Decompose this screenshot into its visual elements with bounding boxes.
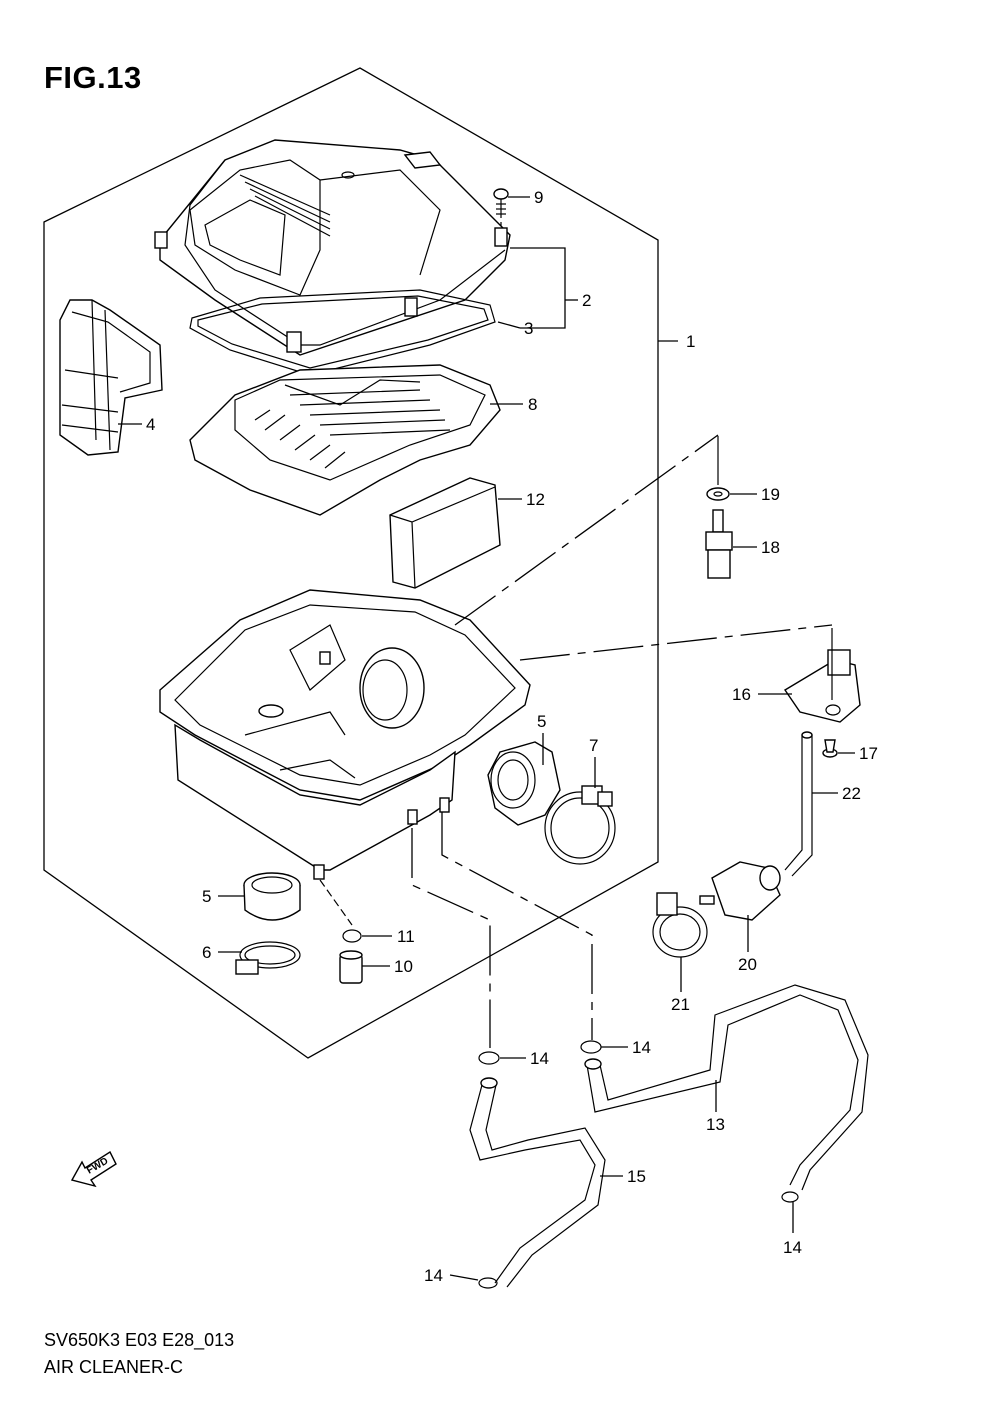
- part-hose-13: [584, 984, 869, 1191]
- callout-17: 17: [859, 744, 878, 763]
- callout-22: 22: [842, 784, 861, 803]
- callout-13: 13: [706, 1115, 725, 1134]
- leader-lines: [118, 196, 855, 1281]
- part-screw-17: [822, 739, 838, 758]
- assembly-boundary: [43, 67, 659, 1059]
- callout-16: 16: [732, 685, 751, 704]
- part-cleaner-cap-2: [154, 139, 511, 356]
- part-filter-element-8: [189, 364, 501, 516]
- part-hose-15: [469, 1077, 606, 1288]
- part-clamp-21: [652, 892, 708, 958]
- assembly-name: AIR CLEANER-C: [44, 1357, 184, 1377]
- part-sensor-18: [705, 509, 733, 579]
- callout-labels: 9 2 3 1 8 4 12 19 18 16 17 22 5 7 5 6 11…: [146, 188, 878, 1285]
- part-drain-cap-10: [339, 950, 363, 984]
- part-bracket-16: [784, 628, 861, 723]
- callout-5-lower: 5: [202, 887, 211, 906]
- callout-14-b: 14: [632, 1038, 651, 1057]
- callout-12: 12: [526, 490, 545, 509]
- part-intake-duct-4: [59, 299, 163, 456]
- part-valve-20: [699, 861, 781, 921]
- model-code: SV650K3 E03 E28_013: [44, 1330, 235, 1350]
- callout-5-upper: 5: [537, 712, 546, 731]
- callout-3: 3: [524, 319, 533, 338]
- callout-1: 1: [686, 332, 695, 351]
- part-clips-14: [478, 1040, 799, 1289]
- callout-7: 7: [589, 736, 598, 755]
- part-sponge-12: [389, 477, 501, 589]
- part-screw-9: [493, 188, 509, 246]
- part-clip-11: [319, 879, 362, 943]
- fwd-arrow-icon: FWD: [70, 1150, 117, 1188]
- part-cleaner-case-1: [159, 589, 531, 880]
- callout-14-d: 14: [424, 1266, 443, 1285]
- part-intake-joint-5b: [243, 872, 301, 921]
- part-gasket-3: [189, 289, 496, 376]
- callout-9: 9: [534, 188, 543, 207]
- part-clamp-7: [544, 785, 616, 865]
- connection-lines: [411, 434, 833, 1048]
- figure-title: FIG.13: [44, 60, 142, 95]
- callout-2: 2: [582, 291, 591, 310]
- callout-8: 8: [528, 395, 537, 414]
- callout-20: 20: [738, 955, 757, 974]
- callout-14-a: 14: [530, 1049, 549, 1068]
- callout-4: 4: [146, 415, 155, 434]
- callout-10: 10: [394, 957, 413, 976]
- callout-11: 11: [397, 927, 415, 946]
- part-intake-joint-5a: [487, 741, 561, 826]
- part-washer-19: [706, 436, 730, 501]
- part-hose-22: [784, 731, 813, 877]
- callout-19: 19: [761, 485, 780, 504]
- callout-18: 18: [761, 538, 780, 557]
- callout-15: 15: [627, 1167, 646, 1186]
- callout-6: 6: [202, 943, 211, 962]
- callout-14-c: 14: [783, 1238, 802, 1257]
- callout-21: 21: [671, 995, 690, 1014]
- part-clamp-6: [235, 941, 301, 975]
